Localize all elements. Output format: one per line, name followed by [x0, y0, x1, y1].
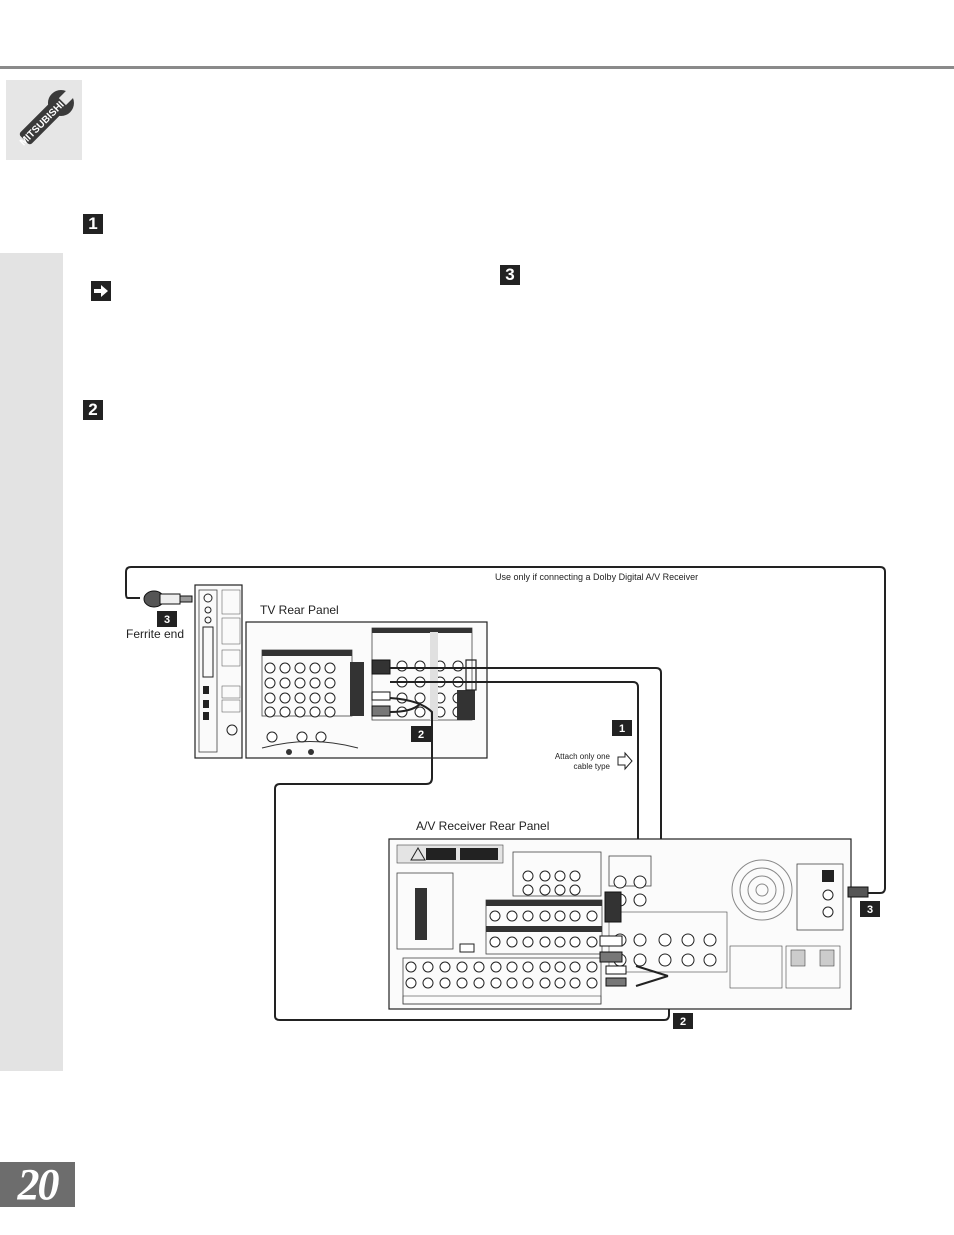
mitsubishi-wrench-logo: MITSUBISHI: [6, 80, 82, 160]
callout-box-2-receiver: [673, 1013, 693, 1029]
step-3-box: 3: [500, 265, 520, 285]
side-tab-band: [0, 253, 63, 1071]
dolby-note: Use only if connecting a Dolby Digital A…: [495, 572, 699, 582]
arrow-right-icon: [91, 281, 111, 301]
callout-3-right: 3: [867, 904, 873, 916]
header-rule: [0, 66, 954, 69]
callout-2-tv: 2: [418, 729, 424, 741]
callout-box-3-right: [860, 901, 880, 917]
callout-3-left: 3: [164, 614, 170, 626]
step-2-box: 2: [83, 400, 103, 420]
tv-side-jack-panel: [194, 584, 243, 759]
step-1-number: 1: [88, 214, 98, 233]
tv-rear-panel-label: TV Rear Panel: [260, 603, 339, 617]
callout-box-2-tv: [411, 726, 431, 742]
attach-note-line2: cable type: [573, 762, 610, 771]
tv-rear-panel: [245, 621, 488, 759]
ferrite-cable-connector: [143, 590, 193, 608]
callout-2-receiver: 2: [680, 1016, 686, 1028]
step-1-box: 1: [83, 214, 103, 234]
attach-note-line1: Attach only one: [554, 752, 610, 761]
receiver-rear-panel-label: A/V Receiver Rear Panel: [416, 819, 550, 833]
hollow-arrow-icon: [617, 751, 633, 771]
page-number: 20: [0, 1162, 75, 1207]
callout-box-3-left: [157, 611, 177, 627]
step-2-number: 2: [88, 400, 98, 419]
step-3-number: 3: [505, 265, 515, 284]
callout-1: 1: [619, 723, 625, 735]
callout-box-1: [612, 720, 632, 736]
ferrite-end-label: Ferrite end: [126, 627, 185, 641]
